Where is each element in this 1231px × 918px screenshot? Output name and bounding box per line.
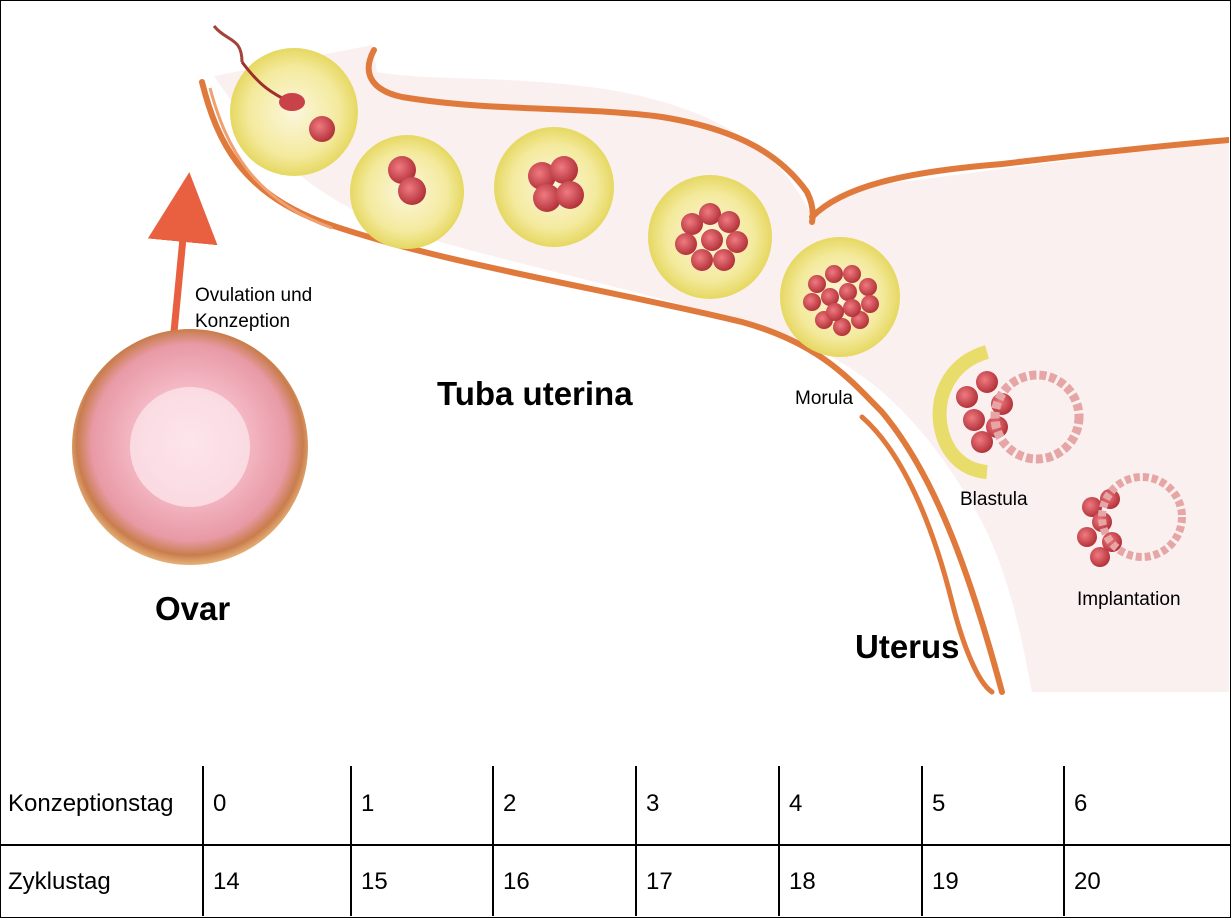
table-cell: 14 — [213, 868, 240, 896]
sperm-head — [279, 93, 305, 111]
ovulation-arrow — [174, 207, 186, 332]
label-implantation: Implantation — [1077, 587, 1181, 613]
table-cell: 20 — [1074, 868, 1101, 896]
table-header-konzeptionstag: Konzeptionstag — [8, 790, 173, 818]
table-cell: 15 — [361, 868, 388, 896]
egg-cell — [309, 116, 335, 142]
table-cell: 3 — [646, 790, 659, 818]
fimbria — [214, 26, 242, 62]
label-ovulation-line2: Konzeption — [195, 309, 290, 335]
table-cell: 18 — [789, 868, 816, 896]
egg-day-0 — [230, 48, 358, 176]
table-cell: 0 — [213, 790, 226, 818]
label-blastula: Blastula — [960, 487, 1028, 513]
table-cell: 16 — [503, 868, 530, 896]
table-cell: 6 — [1074, 790, 1087, 818]
table-cell: 4 — [789, 790, 802, 818]
table-header-zyklustag: Zyklustag — [8, 868, 111, 896]
table-cell: 17 — [646, 868, 673, 896]
table-cell: 2 — [503, 790, 516, 818]
label-morula: Morula — [795, 386, 853, 412]
label-ovar: Ovar — [155, 590, 230, 628]
label-tuba-uterina: Tuba uterina — [437, 375, 633, 413]
label-uterus: Uterus — [855, 628, 960, 666]
table-cell: 1 — [361, 790, 374, 818]
table-cell: 19 — [932, 868, 959, 896]
egg-day-4-morula — [780, 237, 900, 357]
label-ovulation-line1: Ovulation und — [195, 283, 312, 309]
table-cell: 5 — [932, 790, 945, 818]
